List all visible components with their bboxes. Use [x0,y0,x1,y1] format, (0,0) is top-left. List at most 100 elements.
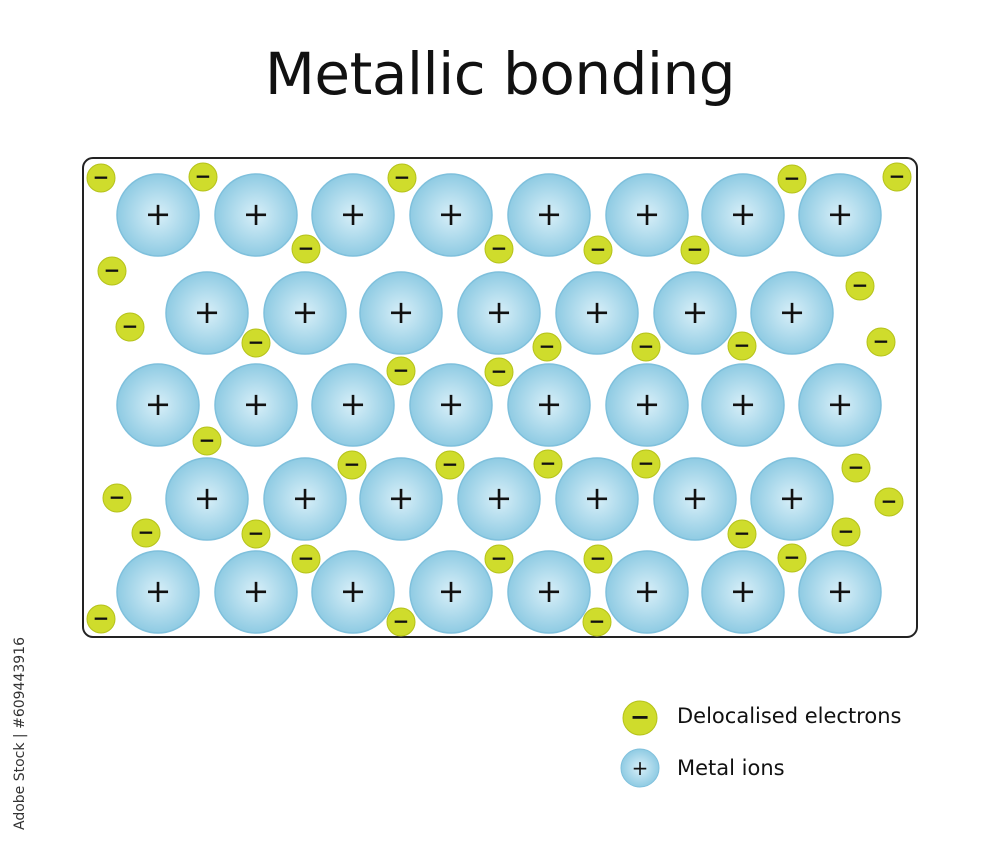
ion-plus-sign: + [243,385,270,423]
delocalised-electron: − [777,164,807,194]
metal-ion: + [653,457,737,541]
ion-plus-sign: + [194,479,221,517]
metal-ion: + [457,457,541,541]
metal-ion: + [116,550,200,634]
delocalised-electron: − [386,607,416,637]
delocalised-electron: − [192,426,222,456]
legend-electron-label: Delocalised electrons [677,704,902,728]
ion-plus-sign: + [194,293,221,331]
ion-plus-sign: + [292,479,319,517]
ion-plus-sign: + [340,195,367,233]
ion-plus-sign: + [730,572,757,610]
electron-minus-sign: − [248,521,265,545]
delocalised-electron: − [874,487,904,517]
metal-ions-group: ++++++++++++++++++++++++++++++++++++++ [116,173,882,634]
metal-ion: + [311,550,395,634]
metal-ion: + [311,173,395,257]
delocalised-electron: − [583,544,613,574]
metal-ion: + [507,363,591,447]
electron-minus-sign: − [889,164,906,188]
ion-plus-sign: + [779,293,806,331]
ion-plus-sign: + [536,385,563,423]
ion-plus-sign: + [292,293,319,331]
delocalised-electron: − [337,450,367,480]
electron-minus-sign: − [881,489,898,513]
metal-ion: + [116,173,200,257]
metal-ion: + [798,173,882,257]
ion-plus-sign: + [145,385,172,423]
delocalised-electron: − [484,234,514,264]
electron-minus-sign: − [540,451,557,475]
electron-minus-sign: − [848,455,865,479]
electron-minus-sign: − [138,520,155,544]
delocalised-electron: − [845,271,875,301]
delocalised-electron: − [631,332,661,362]
metal-ion: + [263,271,347,355]
metal-ion: + [409,173,493,257]
metal-ion: + [507,173,591,257]
electron-minus-sign: − [873,329,890,353]
electron-minus-sign: − [589,609,606,633]
electron-minus-sign: − [93,165,110,189]
metal-ion: + [798,363,882,447]
delocalised-electron: − [484,544,514,574]
metal-ion: + [507,550,591,634]
ion-plus-sign: + [340,385,367,423]
ion-plus-sign: + [145,195,172,233]
electron-minus-sign: − [104,258,121,282]
metal-ion: + [214,363,298,447]
svg-text:−: − [630,703,650,731]
ion-plus-sign: + [388,479,415,517]
electron-minus-sign: − [344,452,361,476]
delocalised-electron: − [241,519,271,549]
delocalised-electrons-group: −−−−−−−−−−−−−−−−−−−−−−−−−−−−−−−−−−−−−− [86,162,912,637]
ion-plus-sign: + [145,572,172,610]
delocalised-electron: − [866,327,896,357]
ion-plus-sign: + [634,385,661,423]
electron-minus-sign: − [539,334,556,358]
metal-ion: + [605,550,689,634]
metal-ion: + [359,271,443,355]
delocalised-electron: − [188,162,218,192]
lattice-frame [82,157,918,638]
delocalised-electron: − [727,519,757,549]
svg-text:+: + [632,756,649,780]
ion-plus-sign: + [438,195,465,233]
electron-minus-sign: − [638,334,655,358]
delocalised-electron: − [115,312,145,342]
delocalised-electron: − [86,163,116,193]
metal-ion: + [555,457,639,541]
legend-ion-label: Metal ions [677,756,785,780]
metal-ion: + [409,550,493,634]
delocalised-electron: − [777,543,807,573]
electron-minus-sign: − [687,237,704,261]
delocalised-electron: − [291,544,321,574]
ion-plus-sign: + [243,572,270,610]
ion-plus-sign: + [340,572,367,610]
delocalised-electron: − [387,163,417,193]
ion-plus-sign: + [730,385,757,423]
delocalised-electron: − [291,234,321,264]
delocalised-electron: − [882,162,912,192]
metal-ion: + [457,271,541,355]
delocalised-electron: − [435,450,465,480]
delocalised-electron: − [631,449,661,479]
electron-minus-sign: − [109,485,126,509]
metal-ion: + [409,363,493,447]
delocalised-electron: − [484,357,514,387]
ion-plus-sign: + [827,385,854,423]
ion-plus-sign: + [634,195,661,233]
metal-ion: + [798,550,882,634]
legend-ion-marker: + [620,748,660,788]
electron-minus-sign: − [248,330,265,354]
delocalised-electron: − [86,604,116,634]
electron-minus-sign: − [394,165,411,189]
ion-plus-sign: + [584,293,611,331]
electron-minus-sign: − [393,609,410,633]
metal-ion: + [701,550,785,634]
electron-minus-sign: − [784,166,801,190]
delocalised-electron: − [102,483,132,513]
electron-minus-sign: − [491,359,508,383]
ion-plus-sign: + [584,479,611,517]
